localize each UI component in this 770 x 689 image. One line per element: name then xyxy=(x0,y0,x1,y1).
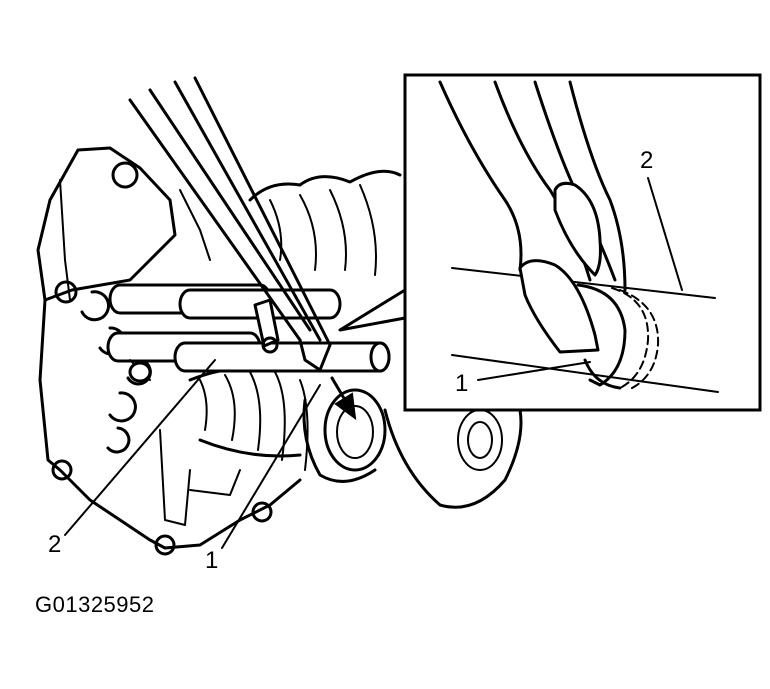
gear-stack xyxy=(188,169,402,471)
figure-code: G01325952 xyxy=(35,592,155,617)
inset-callout-1: 1 xyxy=(455,370,468,397)
main-callout-1: 1 xyxy=(205,547,218,574)
removal-arrow xyxy=(330,376,357,421)
main-callout-2: 2 xyxy=(48,531,61,558)
inset-callout-2: 2 xyxy=(640,147,653,174)
inset-leaders xyxy=(477,177,683,381)
output-shaft xyxy=(302,388,523,509)
main-leaders xyxy=(64,359,321,549)
pry-tools xyxy=(128,76,332,372)
detail-inset xyxy=(338,73,762,412)
